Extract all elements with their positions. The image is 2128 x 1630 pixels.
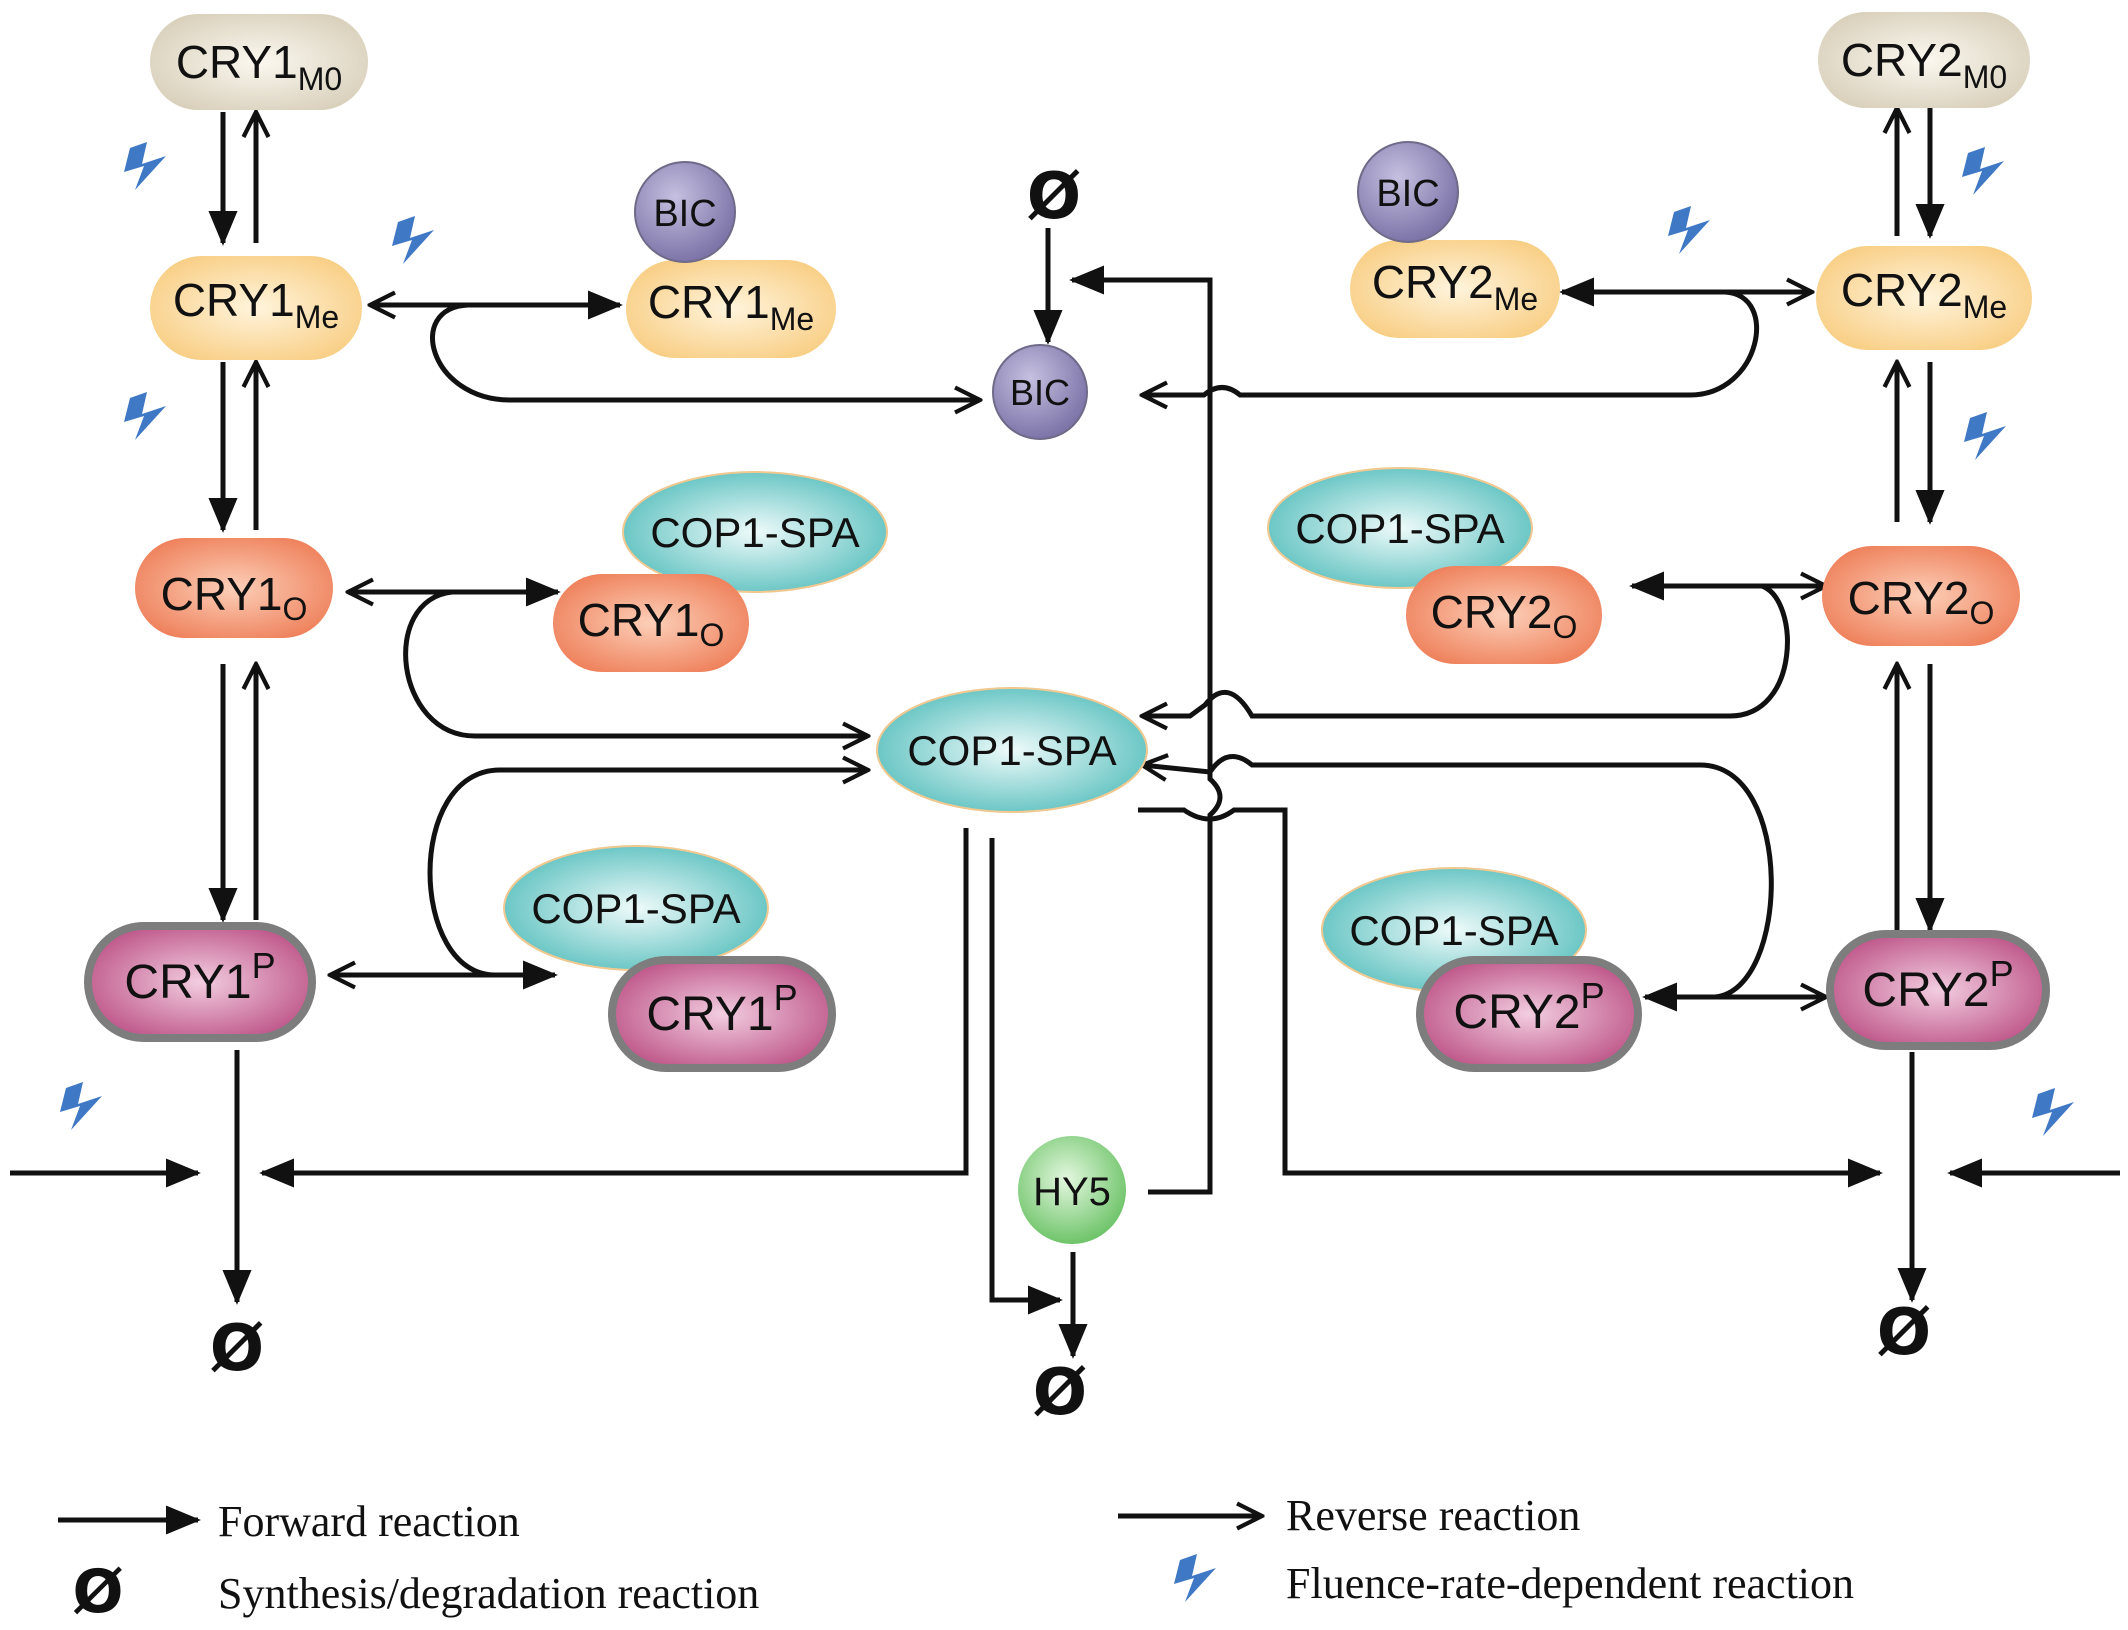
arrow-cry1o-complex-releases-cop xyxy=(403,589,868,736)
node-subscript: Me xyxy=(295,299,339,335)
node-superscript: P xyxy=(774,977,798,1018)
lightning-icon xyxy=(1962,147,2004,195)
legend-fluence-label: Fluence-rate-dependent reaction xyxy=(1286,1559,1854,1608)
null-symbol-cry1-degradation: Ø xyxy=(210,1312,264,1386)
node-label: CRY2 xyxy=(1848,572,1970,624)
node-hy5: HY5 xyxy=(1018,1136,1126,1244)
node-cry2-m0: CRY2M0 xyxy=(1818,12,2030,108)
svg-text:CRY1O: CRY1O xyxy=(161,568,308,627)
node-label: CRY1 xyxy=(124,956,251,1009)
svg-text:CRY2P: CRY2P xyxy=(1862,953,2013,1017)
node-label: CRY1 xyxy=(161,568,283,620)
node-label: CRY2 xyxy=(1841,34,1963,86)
node-superscript: P xyxy=(1581,975,1605,1016)
arrow-cop-promotes-cry1-degradation xyxy=(259,828,969,1188)
node-cry2-o: CRY2O xyxy=(1822,546,2020,646)
node-subscript: Me xyxy=(770,301,814,337)
complex-cop-cry2-p: COP1-SPA CRY2P xyxy=(1321,867,1642,1072)
node-label: CRY1 xyxy=(173,274,295,326)
node-cry2-p: CRY2P xyxy=(1826,930,2050,1050)
arrow-cop-promotes-hy5-degradation xyxy=(989,838,1063,1315)
lightning-icon xyxy=(124,142,166,190)
node-cop1-spa: COP1-SPA xyxy=(876,687,1148,813)
null-symbol-bic-synthesis: Ø xyxy=(1027,160,1081,234)
node-label: CRY2 xyxy=(1841,264,1963,316)
cop-label: COP1-SPA xyxy=(1295,505,1504,552)
node-cry1-m0: CRY1M0 xyxy=(150,14,368,110)
lightning-icon xyxy=(392,216,434,264)
svg-text:CRY1P: CRY1P xyxy=(124,945,275,1009)
node-subscript: O xyxy=(1552,609,1577,645)
legend-synthesis-label: Synthesis/degradation reaction xyxy=(218,1569,759,1618)
node-superscript: P xyxy=(252,945,276,986)
node-subscript: O xyxy=(1969,595,1994,631)
lightning-icon xyxy=(2032,1088,2074,1136)
bic-label: BIC xyxy=(653,193,716,235)
node-subscript: M0 xyxy=(298,61,342,97)
legend-lightning-icon xyxy=(1174,1554,1216,1602)
svg-text:CRY2Me: CRY2Me xyxy=(1372,256,1538,317)
node-label: CRY1 xyxy=(648,276,770,328)
node-superscript: P xyxy=(1990,953,2014,994)
arrow-cry2p-complex-releases-cop xyxy=(1142,756,1774,1000)
svg-text:CRY1Me: CRY1Me xyxy=(173,274,339,335)
bic-label: BIC xyxy=(1376,173,1439,215)
complex-bic-cry1-me: CRY1Me BIC xyxy=(626,161,836,358)
node-subscript: O xyxy=(699,617,724,653)
arrow-cop-promotes-cry2-degradation xyxy=(1138,807,1883,1188)
legend-null-symbol: Ø xyxy=(72,1557,123,1627)
legend-forward-label: Forward reaction xyxy=(218,1497,520,1546)
node-label: CRY2 xyxy=(1431,586,1553,638)
hy5-label: HY5 xyxy=(1033,1170,1111,1214)
svg-text:CRY1M0: CRY1M0 xyxy=(176,36,342,97)
svg-text:CRY2P: CRY2P xyxy=(1453,975,1604,1039)
node-subscript: M0 xyxy=(1963,59,2007,95)
cop-label: COP1-SPA xyxy=(907,727,1116,774)
legend: Forward reaction Reverse reaction Ø Synt… xyxy=(58,1491,1854,1627)
null-symbol-cry2-degradation: Ø xyxy=(1877,1296,1931,1370)
cop-label: COP1-SPA xyxy=(531,885,740,932)
arrow-cry1p-complex-releases-cop xyxy=(427,770,868,978)
node-label: CRY1 xyxy=(646,988,773,1041)
lightning-icon xyxy=(1964,412,2006,460)
node-subscript: O xyxy=(282,591,307,627)
bic-label: BIC xyxy=(1010,372,1070,413)
arrow-cry2me-complex-releases-bic xyxy=(1142,289,1760,395)
node-label: CRY1 xyxy=(176,36,298,88)
legend-reverse-label: Reverse reaction xyxy=(1286,1491,1580,1540)
svg-text:CRY2Me: CRY2Me xyxy=(1841,264,2007,325)
complex-bic-cry2-me: CRY2Me BIC xyxy=(1350,141,1560,338)
svg-text:CRY2M0: CRY2M0 xyxy=(1841,34,2007,95)
svg-text:CRY1Me: CRY1Me xyxy=(648,276,814,337)
cop-label: COP1-SPA xyxy=(1349,907,1558,954)
node-subscript: Me xyxy=(1963,289,2007,325)
arrow-cry1me-complex-releases-bic xyxy=(430,302,980,400)
svg-text:CRY1O: CRY1O xyxy=(578,594,725,653)
svg-text:CRY1P: CRY1P xyxy=(646,977,797,1041)
node-cry1-me: CRY1Me xyxy=(150,256,362,360)
node-cry2-me: CRY2Me xyxy=(1816,246,2032,350)
lightning-icon xyxy=(124,392,166,440)
arrow-cry2o-complex-releases-cop xyxy=(1142,583,1790,716)
node-cry1-p: CRY1P xyxy=(84,922,316,1042)
node-bic: BIC xyxy=(992,344,1088,440)
node-label: CRY2 xyxy=(1453,986,1580,1039)
complex-cop-cry1-o: COP1-SPA CRY1O xyxy=(553,471,888,672)
reaction-arrows xyxy=(10,108,2120,1359)
null-symbol-hy5-degradation: Ø xyxy=(1033,1356,1087,1430)
node-subscript: Me xyxy=(1494,281,1538,317)
complex-cop-cry1-p: COP1-SPA CRY1P xyxy=(503,845,836,1072)
lightning-icon xyxy=(60,1082,102,1130)
cop-label: COP1-SPA xyxy=(650,509,859,556)
node-label: CRY1 xyxy=(578,594,700,646)
node-label: CRY2 xyxy=(1862,964,1989,1017)
svg-text:CRY2O: CRY2O xyxy=(1848,572,1995,631)
node-label: CRY2 xyxy=(1372,256,1494,308)
arrow-hy5-activates-bic xyxy=(1069,265,1223,1195)
node-cry1-o: CRY1O xyxy=(135,538,333,638)
lightning-icon xyxy=(1668,206,1710,254)
complex-cop-cry2-o: COP1-SPA CRY2O xyxy=(1267,467,1602,664)
svg-text:CRY2O: CRY2O xyxy=(1431,586,1578,645)
